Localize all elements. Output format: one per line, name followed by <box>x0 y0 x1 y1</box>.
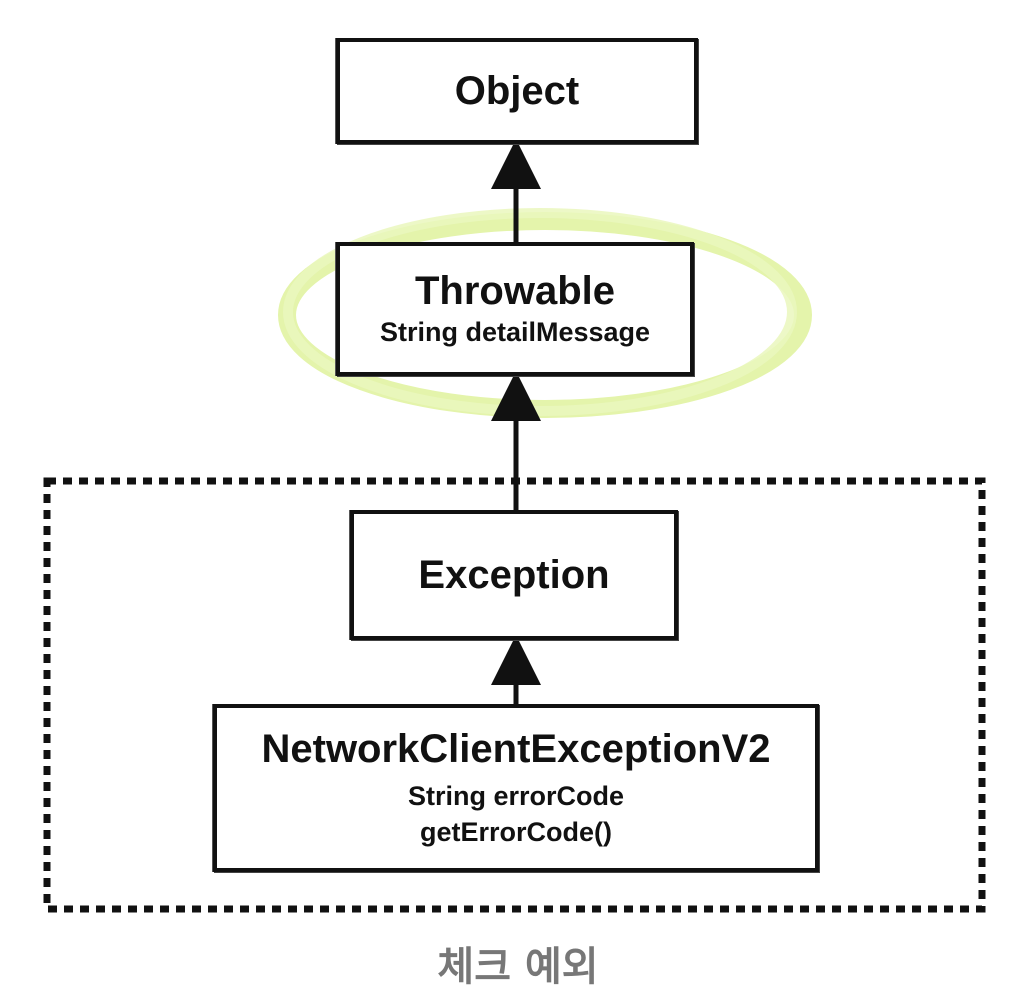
class-name-network-client-exception-v2: NetworkClientExceptionV2 <box>261 726 771 771</box>
class-name-exception: Exception <box>418 553 610 597</box>
class-member-get-error-code: getErrorCode() <box>419 817 612 847</box>
class-box-network-client-exception-v2: NetworkClientExceptionV2 String errorCod… <box>213 704 819 872</box>
class-box-throwable: Throwable String detailMessage <box>336 242 694 376</box>
class-member-detail-message: String detailMessage <box>379 316 651 347</box>
diagram-caption: 체크 예외 <box>437 944 599 990</box>
class-name-object: Object <box>454 69 580 113</box>
class-box-object: Object <box>336 38 698 144</box>
class-member-error-code: String errorCode <box>407 780 625 811</box>
class-name-throwable: Throwable <box>414 268 616 313</box>
class-box-exception: Exception <box>350 510 678 640</box>
